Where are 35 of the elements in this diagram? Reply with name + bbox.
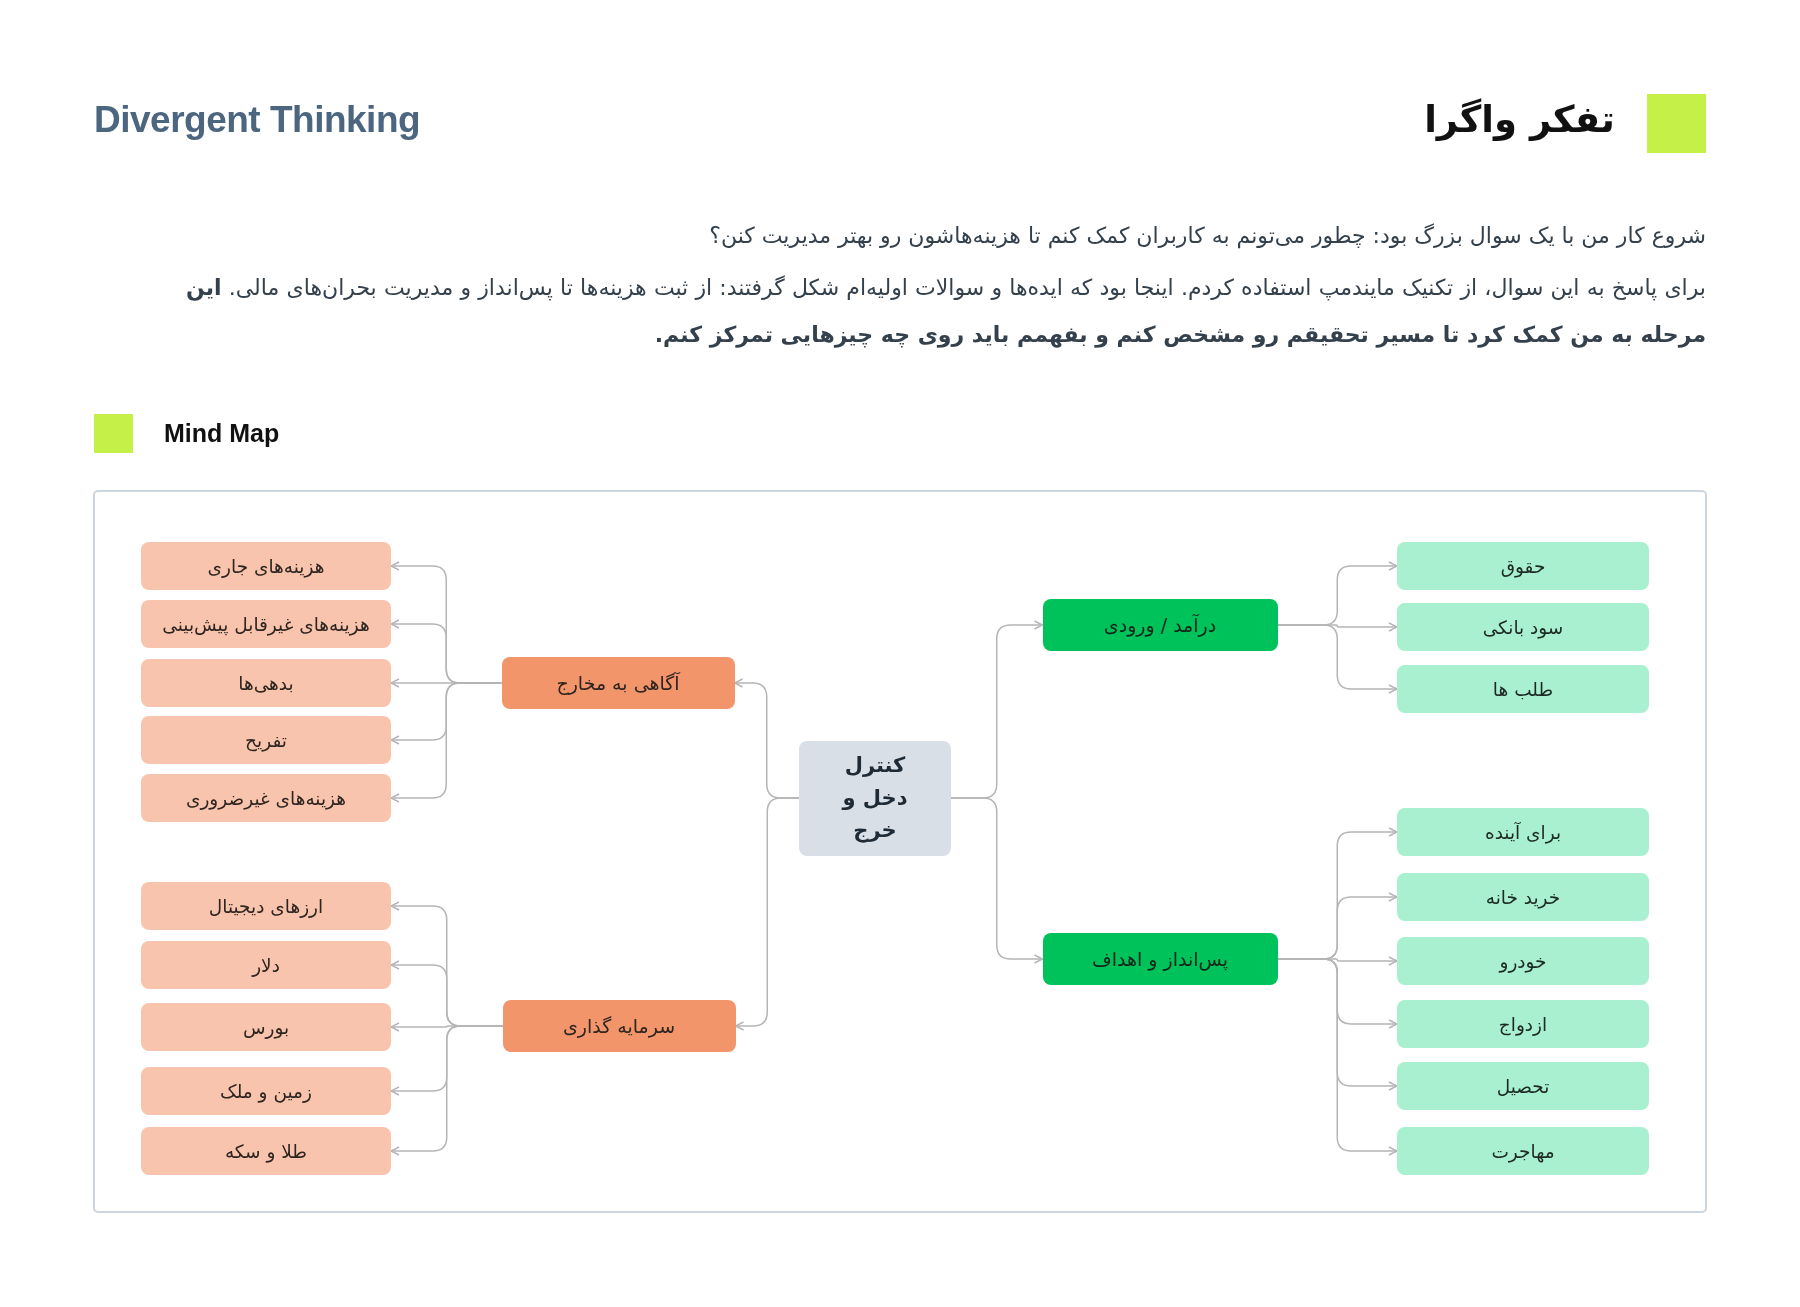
leaf-box: سود بانکی: [1397, 603, 1649, 651]
leaf-box: خرید خانه: [1397, 873, 1649, 921]
leaf-box: بدهی‌ها: [141, 659, 391, 707]
intro-text: شروع کار من با یک سوال بزرگ بود: چطور می‌تونم به کاربران کمک کنم تا هزینه‌هاشون رو بهتر مدیریت کنن؟: [709, 222, 1706, 251]
title: تفکر واگرا: [1424, 97, 1615, 143]
leaf-box: ارزهای دیجیتال: [141, 882, 391, 930]
leaf-box: زمین و ملک: [141, 1067, 391, 1115]
leaf-box: هزینه‌های جاری: [141, 542, 391, 590]
section-heading: Mind Map: [164, 418, 280, 448]
leaf-box: بورس: [141, 1003, 391, 1051]
subtitle: Divergent Thinking: [94, 98, 421, 142]
branch-box: سرمایه گذاری: [502, 1000, 736, 1052]
leaf-box: هزینه‌های غیرقابل پیش‌بینی: [141, 600, 391, 648]
leaf-box: مهاجرت: [1397, 1127, 1649, 1175]
leaf-box: ازدواج: [1397, 1000, 1649, 1048]
central-topic-box: کنترل دخل و خرج: [799, 740, 951, 856]
leaf-box: دلار: [141, 941, 391, 989]
leaf-box: برای آینده: [1397, 808, 1649, 856]
leaf-box: حقوق: [1397, 542, 1649, 590]
connector-arrow: [390, 1025, 504, 1156]
leaf-box: طلا و سکه: [141, 1127, 391, 1175]
leaf-box: طلب ها: [1397, 665, 1649, 713]
leaf-box: تحصیل: [1397, 1062, 1649, 1110]
connector-arrow: [1276, 624, 1398, 694]
intro-text: برای پاسخ به این سوال، از تکنیک مایندمپ استفاده کردم. اینجا بود که ایده‌ها و سوالات اولیه‌ام شکل گرفتند: از ثبت هزینه‌ها تا پس‌انداز و مدیریت بحران‌های مالی. این مرحله به من کمک کرد تا مسیر تحقیقم رو مشخص کنم و بفهمم باید روی چه چیزهایی تمرکز کنم.: [186, 274, 1706, 350]
connector-arrow: [734, 797, 800, 1031]
leaf-box: تفریح: [141, 716, 391, 764]
branch-box: پس‌انداز و اهداف: [1042, 933, 1278, 985]
connector-arrow: [390, 682, 503, 803]
branch-box: آگاهی به مخارج: [501, 657, 735, 709]
leaf-box: هزینه‌های غیرضروری: [141, 774, 391, 822]
connector-arrow: [1276, 958, 1398, 1156]
connector-arrow: [950, 797, 1044, 964]
branch-box: درآمد / ورودی: [1042, 599, 1278, 651]
leaf-box: خودرو: [1397, 937, 1649, 985]
